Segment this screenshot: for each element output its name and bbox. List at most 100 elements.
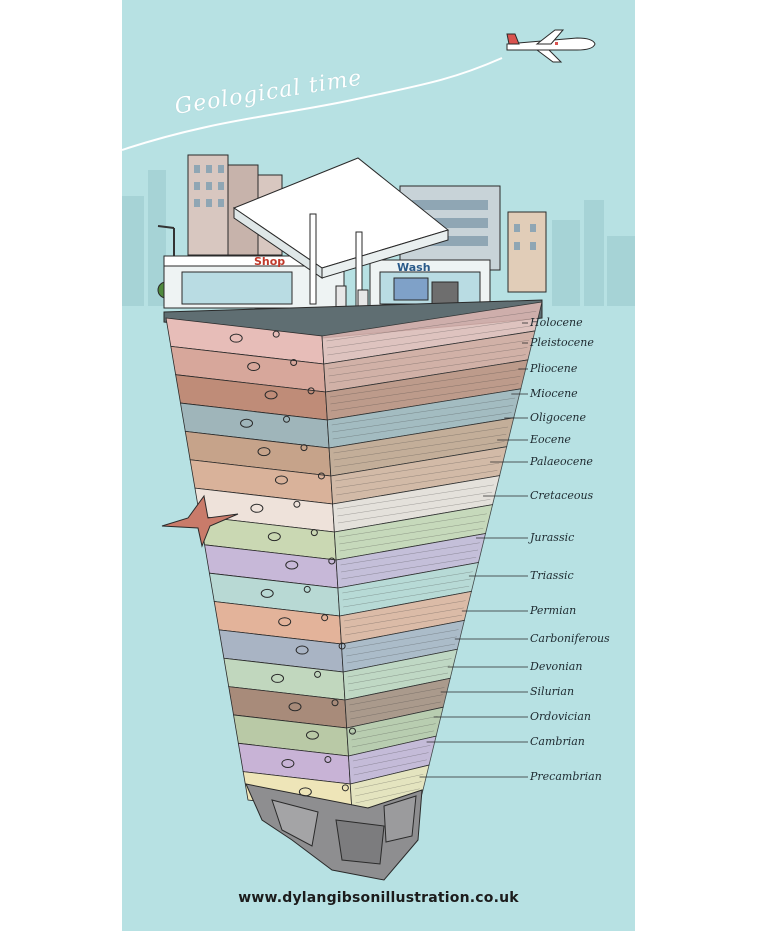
fossil-shell-icon [293,500,301,508]
rock-strata [165,301,543,813]
epoch-label: Pleistocene [530,336,594,349]
stratum-texture [348,665,450,685]
epoch-label: Carboniferous [530,632,610,645]
fossil-icon [260,588,274,598]
stratum-texture [338,513,487,538]
stratum-texture [333,434,507,461]
stratum-texture [341,557,477,580]
fossil-shell-icon [317,472,325,480]
stratum-texture [330,383,519,412]
stratum-texture [355,781,422,797]
fossil-shell-icon [338,642,346,650]
stratum-texture [352,745,431,762]
bedrock [245,783,423,881]
fossil-icon [250,503,264,513]
stratum-texture [347,658,452,678]
stratum-texture [344,607,464,629]
leader-lines [419,322,528,778]
stratum-texture [336,470,498,496]
fossil-icon [257,447,271,457]
epoch-label: Cretaceous [530,489,594,502]
fossil-shell-icon [328,557,336,565]
stratum-texture [326,311,537,342]
fossil-shell-icon [303,585,311,593]
fossil-shell-icon [314,670,322,678]
epoch-label: Miocene [530,387,578,400]
stratum-texture [351,723,436,741]
stratum-texture [344,614,463,636]
stratum-texture [335,455,501,482]
stratum-texture [348,672,449,692]
stratum-texture [353,759,427,776]
fossil-shell-icon [324,755,332,763]
plane-trail [122,57,503,151]
stratum-texture [354,774,424,790]
stratum-texture [340,549,479,573]
epoch-label: Triassic [530,569,574,582]
epoch-label: Silurian [530,685,575,698]
fossil-shell-icon [290,359,298,367]
website-url: www.dylangibsonillustration.co.uk [238,890,519,906]
stratum-texture [349,687,445,706]
stratum-texture [337,491,493,517]
stratum-texture [349,694,443,713]
stratum-texture [345,629,459,650]
fossil-shell-icon [283,415,291,423]
fossil-icon [229,333,243,343]
fossil-icon [247,362,261,372]
stratum-texture [331,397,516,426]
stratum-texture [332,412,512,440]
fossil-icon [240,418,254,428]
stratum-texture [353,752,429,769]
fossil-icon [274,475,288,485]
stratum-texture [337,499,491,524]
stratum-texture [328,347,528,377]
fossil-icon [288,702,302,712]
epoch-label: Cambrian [530,735,585,748]
wash-sign: Wash [397,261,431,274]
stratum-texture [327,325,533,356]
stratum-texture [340,542,480,566]
shop-sign: Shop [254,255,286,268]
fossil-icon [281,758,295,768]
stratum-texture [333,426,509,454]
stratum-texture [329,368,523,398]
stratum-texture [346,643,456,664]
illustration [122,29,635,881]
epoch-label: Palaeocene [530,455,593,468]
fossil-shell-icon [310,529,318,537]
fossil-icon [264,390,278,400]
fossil-shell-icon [300,444,308,452]
fossil-icon [271,673,285,683]
epoch-label: Devonian [530,660,583,673]
fossil-icon [298,787,312,797]
epoch-label: Permian [530,604,577,617]
pterosaur-icon [161,494,239,548]
stratum-texture [336,484,494,510]
stratum-texture [342,578,471,601]
fossil-shell-icon [331,699,339,707]
fossil-shell-icon [321,614,329,622]
epoch-label: Jurassic [530,531,575,544]
fossil-shell-icon [341,784,349,792]
fossil-icon [278,617,292,627]
fossils [229,330,356,797]
stratum-texture [351,730,434,748]
skyline [122,170,635,306]
stratum-texture [339,520,486,545]
epoch-label: Holocene [530,316,583,329]
stratum-texture [328,339,530,370]
epoch-label: Oligocene [530,411,586,424]
fossil-icon [267,532,281,542]
stratum-texture [339,528,484,552]
fossil-shell-icon [272,330,280,338]
stratum-texture [351,716,438,734]
stratum-texture [332,405,514,433]
stratum-texture [335,462,500,489]
airplane-icon [506,29,596,63]
stratum-texture [334,441,505,468]
stratum-texture [355,788,420,804]
epoch-label: Pliocene [530,362,578,375]
epoch-label: Eocene [530,433,571,446]
fossil-shell-icon [348,727,356,735]
